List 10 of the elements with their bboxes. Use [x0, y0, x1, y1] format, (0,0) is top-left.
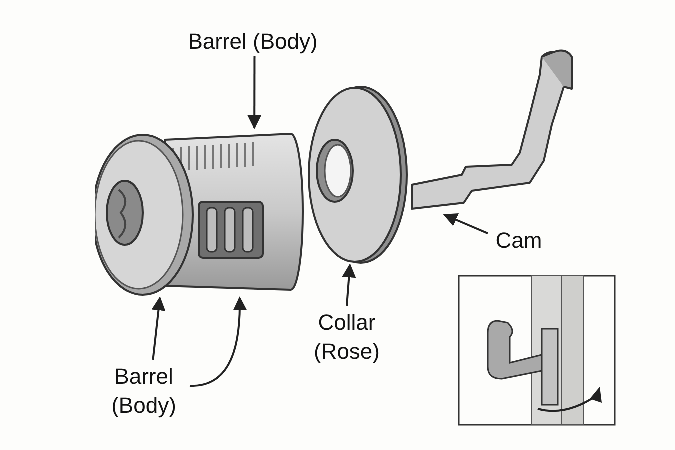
leader-line: [190, 296, 247, 388]
leader-line: [248, 56, 262, 130]
leader-line: [152, 296, 166, 360]
part-label: Cam: [496, 226, 542, 254]
part-label: Collar (Rose): [312, 309, 381, 366]
part-label: Barrel (Body): [110, 363, 178, 420]
part-label: Barrel (Body): [188, 28, 318, 56]
leader-line: [342, 264, 356, 306]
leader-line: [443, 214, 488, 235]
collar-drawing: [305, 85, 410, 265]
